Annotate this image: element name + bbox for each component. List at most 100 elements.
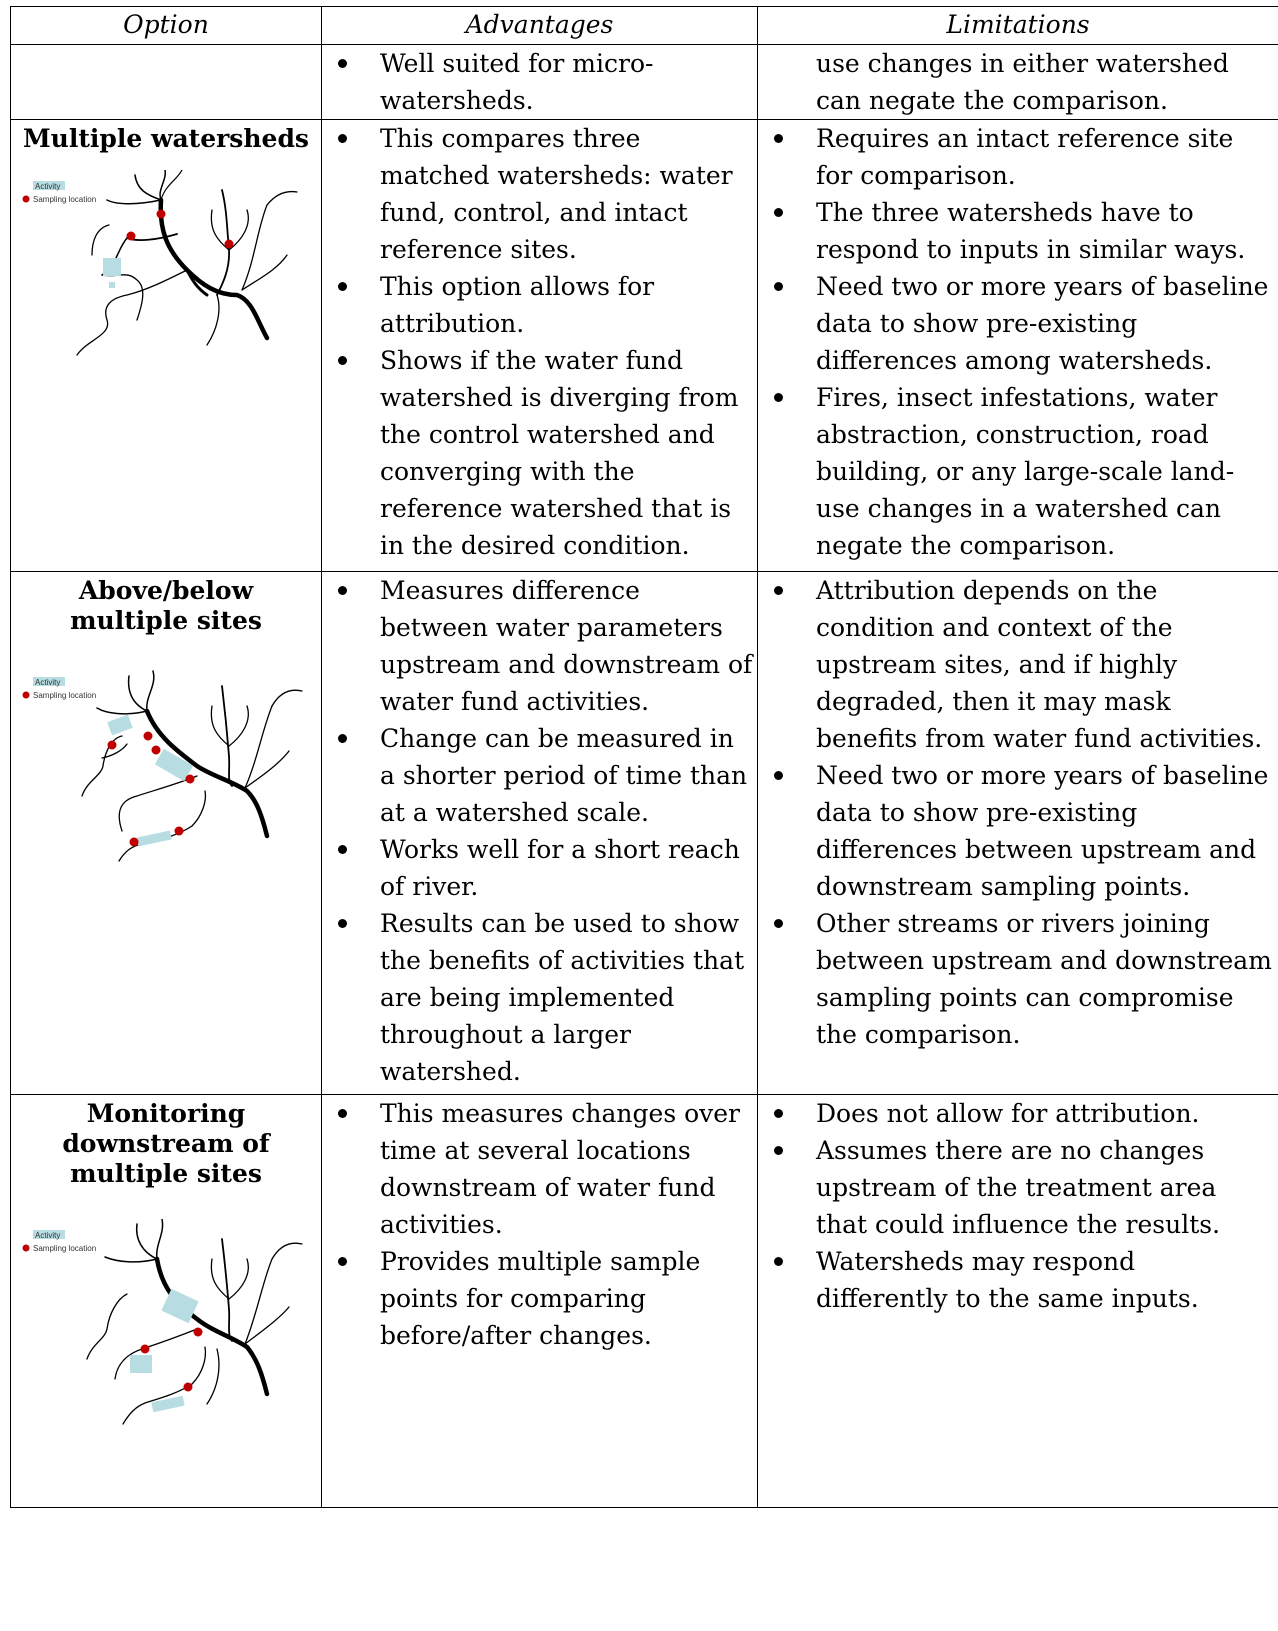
activity-area [103, 258, 121, 276]
bullet-icon [774, 1257, 783, 1266]
legend-sampling-label: Sampling location [33, 195, 96, 204]
options-table: Option Advantages Limitations Well suite… [10, 6, 1278, 1508]
bullet-icon [338, 1257, 347, 1266]
bullet-icon [774, 1146, 783, 1155]
watershed-map-monitoring: Activity Sampling location [22, 1219, 303, 1425]
bullet-icon [774, 771, 783, 780]
activity-area [161, 1288, 199, 1324]
legend-activity-label: Activity [35, 182, 60, 191]
sampling-point [183, 1382, 193, 1392]
advantage-item: Results can be used to show the benefits… [322, 905, 757, 1090]
option-title: Monitoring downstream of multiple sites [62, 1099, 270, 1188]
advantages-cell: This compares three matched watersheds: … [321, 119, 758, 572]
limitation-item: Requires an intact reference site for co… [758, 120, 1278, 194]
sampling-point [126, 231, 136, 241]
advantage-item: Works well for a short reach of river. [322, 831, 757, 905]
bullet-icon [774, 586, 783, 595]
bullet-icon [338, 134, 347, 143]
activity-area [107, 714, 133, 736]
advantage-item: Measures difference between water parame… [322, 572, 757, 720]
limitations-cell: use changes in either watershed can nega… [757, 44, 1278, 120]
bullet-icon [774, 1109, 783, 1118]
limitations-cell: Does not allow for attribution. Assumes … [757, 1094, 1278, 1508]
advantage-item: Shows if the water fund watershed is div… [322, 342, 757, 564]
limitations-cell: Requires an intact reference site for co… [757, 119, 1278, 572]
limitation-item: Other streams or rivers joining between … [758, 905, 1278, 1053]
limitation-item: Need two or more years of baseline data … [758, 757, 1278, 905]
advantages-cell: Measures difference between water parame… [321, 571, 758, 1095]
legend-sampling-dot [22, 195, 30, 203]
legend-sampling-label: Sampling location [33, 691, 96, 700]
limitation-item: Does not allow for attribution. [758, 1095, 1278, 1132]
sampling-point [185, 774, 195, 784]
advantage-item: Provides multiple sample points for comp… [322, 1243, 757, 1354]
sampling-point [129, 837, 139, 847]
limitation-item: Attribution depends on the condition and… [758, 572, 1278, 757]
bullet-icon [338, 734, 347, 743]
sampling-point [140, 1344, 150, 1354]
legend-sampling-label: Sampling location [33, 1244, 96, 1253]
bullet-icon [338, 919, 347, 928]
limitation-item: Watersheds may respond differently to th… [758, 1243, 1278, 1317]
option-title: Multiple watersheds [22, 124, 310, 153]
watershed-map-multiple: Activity Sampling location [22, 170, 298, 356]
bullet-icon [338, 356, 347, 365]
table-row-above-below: Above/below multiple sites Activity Samp… [10, 571, 1278, 1095]
sampling-point [174, 826, 184, 836]
sampling-point [224, 239, 234, 249]
legend-activity-label: Activity [35, 678, 60, 687]
sampling-point [107, 740, 117, 750]
option-title: Above/below multiple sites [70, 576, 262, 635]
header-advantages: Advantages [321, 6, 758, 45]
limitation-item: The three watersheds have to respond to … [758, 194, 1278, 268]
legend-activity-swatch [33, 181, 65, 190]
advantage-item: Change can be measured in a shorter peri… [322, 720, 757, 831]
legend-activity-swatch [33, 1230, 65, 1239]
option-cell: Multiple watersheds Activity Sampling lo… [10, 119, 322, 572]
table-row-monitoring-downstream: Monitoring downstream of multiple sites … [10, 1094, 1278, 1508]
option-cell: Above/below multiple sites Activity Samp… [10, 571, 322, 1095]
bullet-icon [338, 845, 347, 854]
advantage-item: This option allows for attribution. [322, 268, 757, 342]
bullet-icon [774, 208, 783, 217]
sampling-point [151, 745, 161, 755]
advantages-cell: This measures changes over time at sever… [321, 1094, 758, 1508]
sampling-point [193, 1327, 203, 1337]
advantage-item: Well suited for micro-watersheds. [322, 45, 757, 119]
header-option: Option [10, 6, 322, 45]
legend-sampling-dot [22, 1244, 30, 1252]
legend-activity-label: Activity [35, 1231, 60, 1240]
limitation-item: Fires, insect infestations, water abstra… [758, 379, 1278, 564]
bullet-icon [774, 393, 783, 402]
activity-area [151, 1395, 185, 1413]
option-cell: Monitoring downstream of multiple sites … [10, 1094, 322, 1508]
table-row-continuation: Well suited for micro-watersheds. use ch… [10, 44, 1278, 120]
sampling-point [143, 731, 153, 741]
bullet-icon [774, 282, 783, 291]
limitation-continued-text: use changes in either watershed can nega… [816, 49, 1229, 115]
legend-sampling-dot [22, 691, 30, 699]
bullet-icon [338, 586, 347, 595]
advantages-cell: Well suited for micro-watersheds. [321, 44, 758, 120]
sampling-point [156, 209, 166, 219]
option-cell [10, 44, 322, 120]
limitation-item: Assumes there are no changes upstream of… [758, 1132, 1278, 1243]
limitation-item: Need two or more years of baseline data … [758, 268, 1278, 379]
header-limitations: Limitations [757, 6, 1278, 45]
table-row-multiple-watersheds: Multiple watersheds Activity Sampling lo… [10, 119, 1278, 572]
advantage-item: This measures changes over time at sever… [322, 1095, 757, 1243]
limitations-cell: Attribution depends on the condition and… [757, 571, 1278, 1095]
bullet-icon [338, 282, 347, 291]
activity-area [109, 282, 115, 288]
watershed-map-above-below: Activity Sampling location [22, 670, 303, 862]
bullet-icon [774, 919, 783, 928]
bullet-icon [338, 1109, 347, 1118]
activity-area [130, 1355, 152, 1373]
activity-area [136, 830, 172, 847]
activity-area [154, 748, 194, 782]
bullet-icon [338, 59, 347, 68]
bullet-icon [774, 134, 783, 143]
advantage-item: This compares three matched watersheds: … [322, 120, 757, 268]
table-header-row: Option Advantages Limitations [10, 6, 1278, 45]
legend-activity-swatch [33, 677, 65, 686]
